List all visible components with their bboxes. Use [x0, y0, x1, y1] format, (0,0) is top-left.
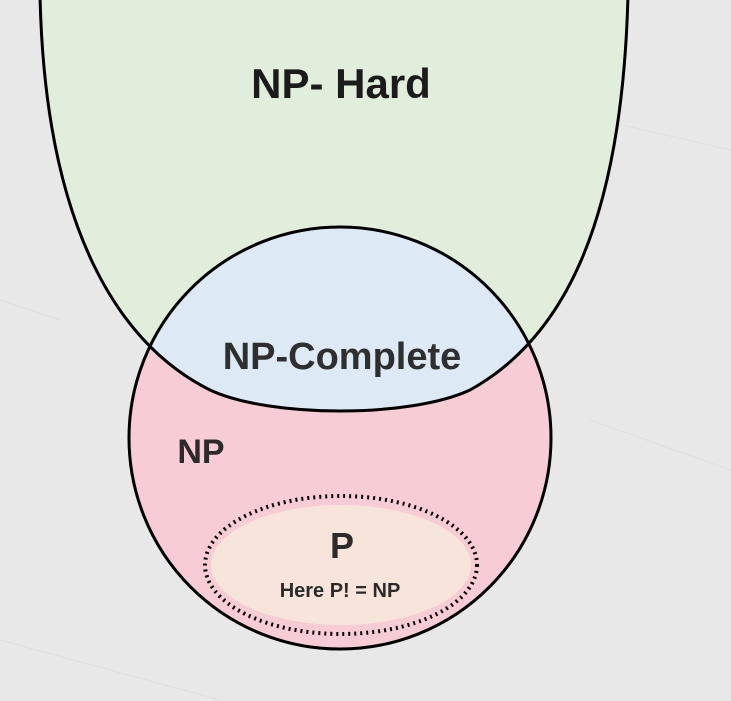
p-note-label: Here P! = NP — [280, 580, 401, 602]
np-outline — [127, 225, 553, 651]
background-texture — [0, 119, 731, 701]
np-hard-outline — [38, 0, 630, 413]
np-label: NP — [177, 433, 224, 471]
p-region — [211, 505, 471, 625]
np-complete-label: NP-Complete — [223, 336, 462, 378]
np-hard-label: NP- Hard — [251, 60, 431, 107]
np-complete-region — [129, 227, 551, 411]
p-outline — [203, 494, 479, 636]
p-label: P — [330, 525, 354, 566]
